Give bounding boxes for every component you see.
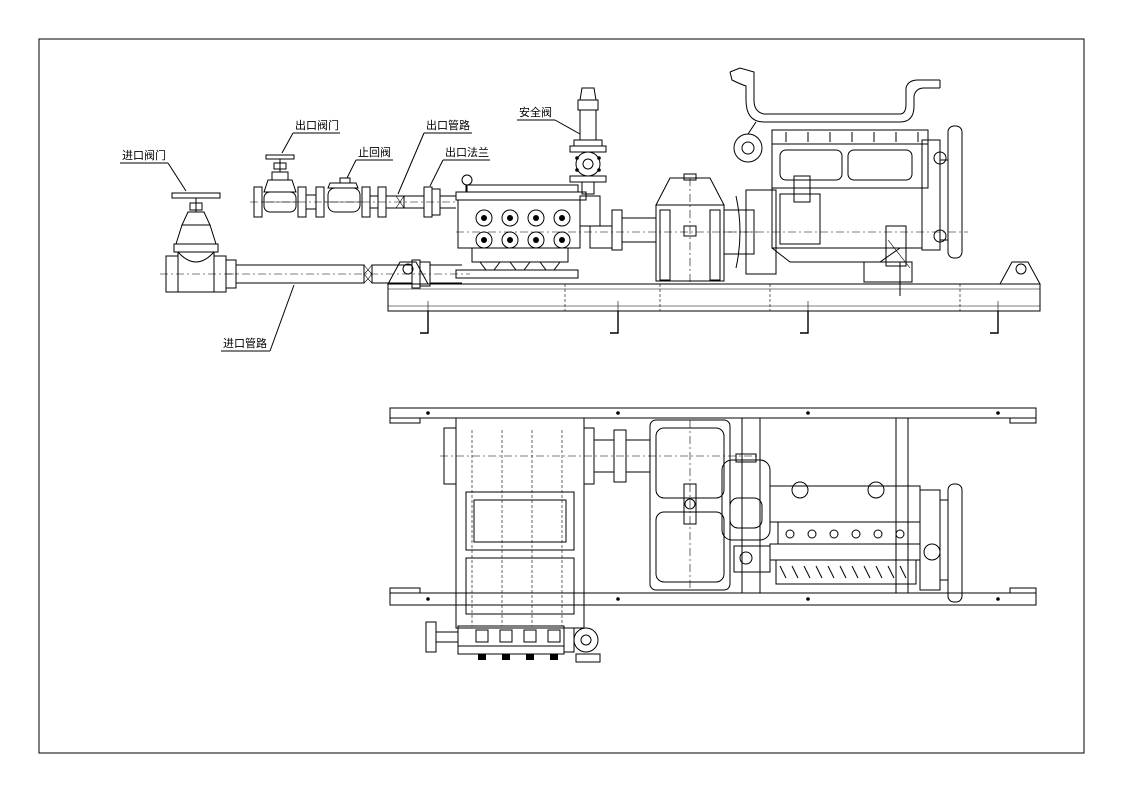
callout-outlet-valve: 出口阀门: [281, 118, 340, 154]
outlet-globe-valve: [253, 154, 307, 218]
gearbox-elevation: [655, 173, 777, 284]
engine-cylinder-heads: [785, 132, 919, 142]
drawing-border: [38, 38, 1085, 754]
callout-inlet-pipe: 进口管路: [221, 284, 295, 352]
safety-valve: [569, 87, 607, 195]
check-valve: [305, 177, 371, 218]
skid-base: [387, 261, 1041, 334]
skid-base-plan: [389, 407, 1037, 606]
callout-safety-valve: 安全阀: [517, 105, 581, 135]
fluid-end-valves: [475, 629, 561, 660]
label-outlet-flange: 出口法兰: [445, 145, 489, 159]
elevation-view: [160, 67, 1041, 334]
label-check-valve: 止回阀: [358, 145, 391, 159]
diesel-engine-elevation: [724, 67, 968, 296]
diesel-engine-plan: [721, 453, 963, 603]
engine-fin-row: [779, 565, 907, 579]
plunger-pump-elevation: [455, 174, 760, 279]
plan-bolt-marks: [426, 411, 1000, 601]
plan-view: [389, 407, 1037, 663]
label-outlet-valve: 出口阀门: [295, 118, 339, 132]
callout-inlet-valve: 进口阀门: [120, 148, 187, 192]
callout-outlet-flange: 出口法兰: [429, 145, 490, 187]
inlet-gate-valve: [160, 192, 238, 293]
label-outlet-pipe: 出口管路: [426, 118, 470, 132]
label-safety-valve: 安全阀: [519, 105, 552, 119]
label-inlet-pipe: 进口管路: [223, 336, 267, 350]
inlet-pipeline: [225, 259, 470, 289]
plunger-pump-plan: [425, 417, 760, 663]
anchor-bolts: [420, 301, 999, 334]
callout-outlet-pipe: 出口管路: [397, 118, 472, 195]
engine-injector-row: [785, 529, 905, 539]
outlet-pipeline: [250, 186, 458, 218]
pump-valve-covers: [475, 209, 571, 249]
label-inlet-valve: 进口阀门: [122, 148, 166, 162]
gearbox-plan: [649, 419, 731, 591]
callout-check-valve: 止回阀: [346, 145, 393, 179]
